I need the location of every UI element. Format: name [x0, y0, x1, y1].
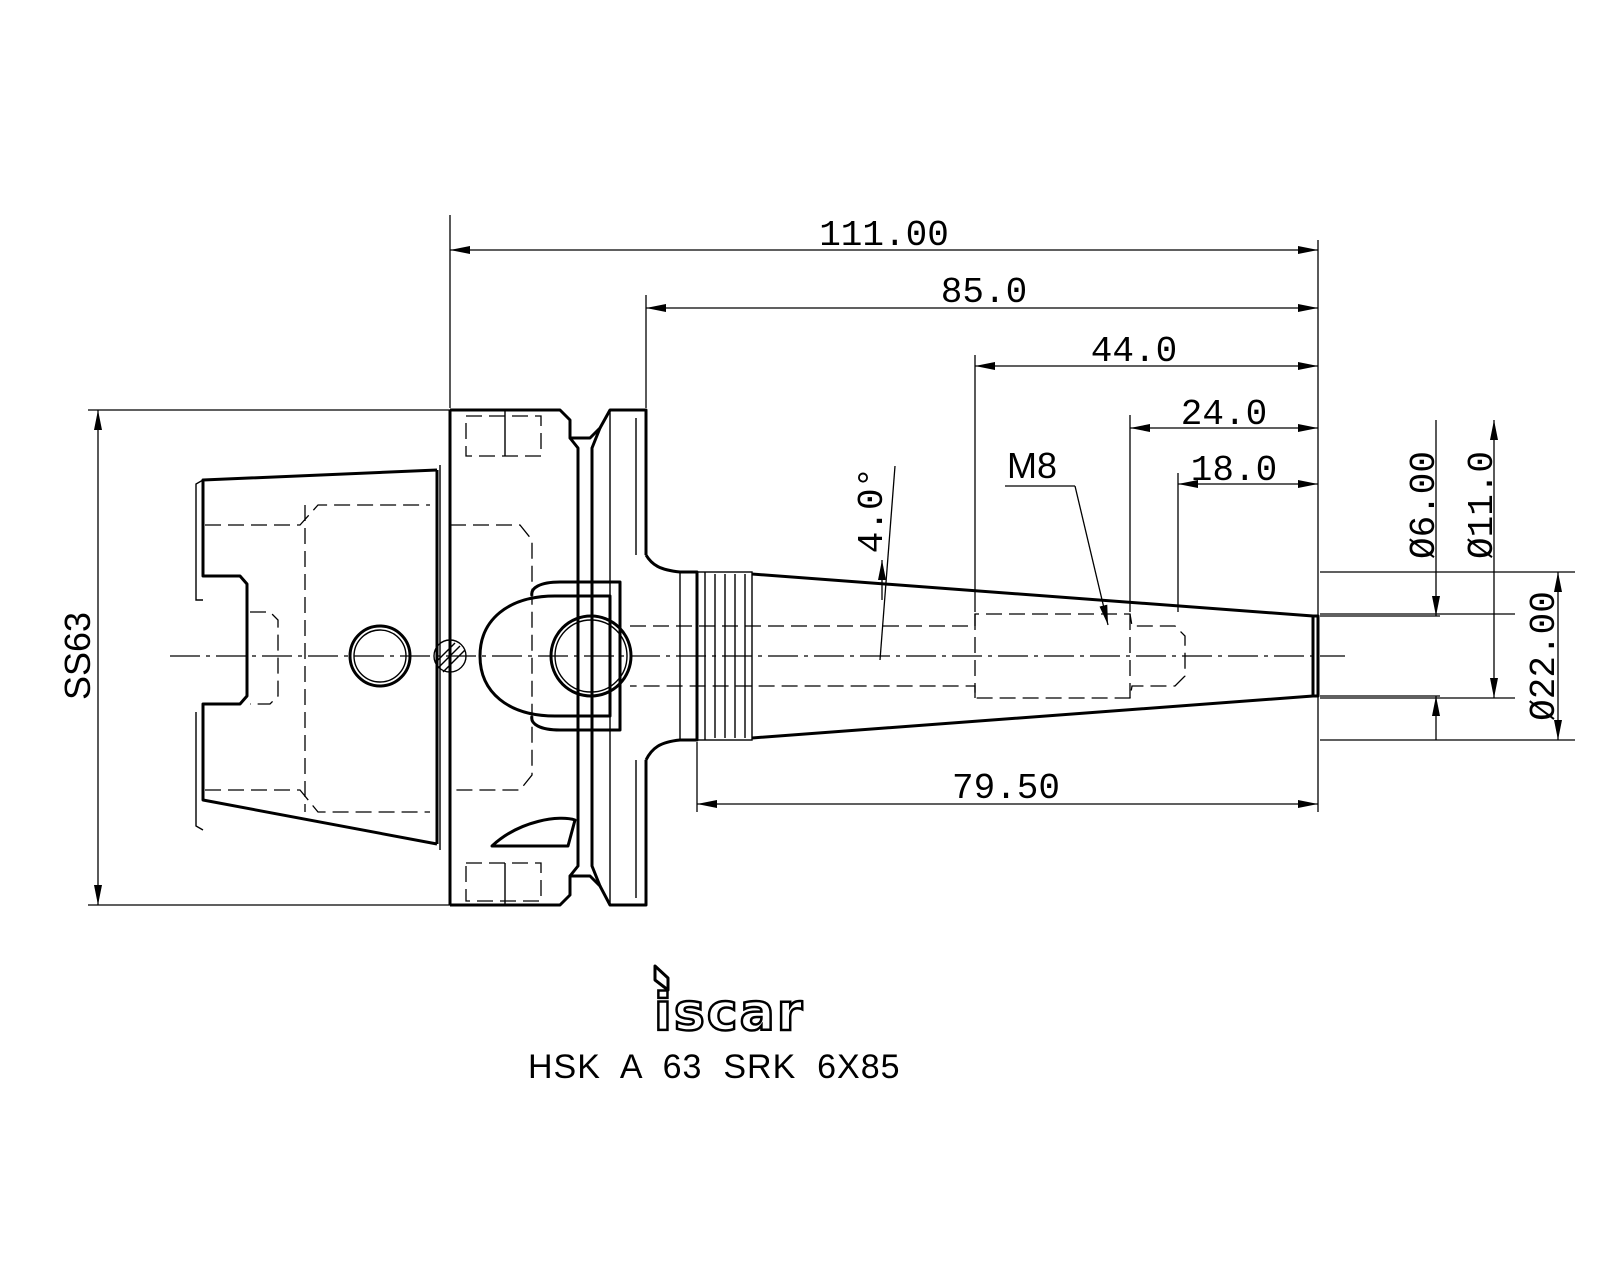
dim-bore-depth: 18.0: [1178, 450, 1318, 491]
dim-taper-angle: 4.0°: [852, 465, 896, 661]
dim-thread-callout: M8: [1005, 445, 1109, 626]
dim-bore-depth-label: 18.0: [1191, 450, 1277, 491]
dim-gauge-length: 79.50: [697, 768, 1318, 809]
product-code: HSK A 63 SRK 6X85: [528, 1048, 901, 1086]
dim-shank-length: 85.0: [646, 272, 1318, 313]
brand-logo-text: iscar: [654, 983, 804, 1043]
dim-bore-diameter: Ø6.00: [1404, 420, 1445, 740]
dim-bore-diameter-label: Ø6.00: [1404, 451, 1445, 559]
dim-nose-diameter-label: Ø11.0: [1462, 451, 1503, 559]
hsk-taper-shank: [195, 465, 441, 850]
dim-overall-length-label: 111.00: [819, 215, 949, 256]
threaded-collar: [696, 571, 753, 741]
dim-cone-length-label: 44.0: [1091, 331, 1177, 372]
dim-overall-length: 111.00: [450, 215, 1318, 256]
dim-gauge-length-label: 79.50: [952, 768, 1060, 809]
extension-lines: [88, 215, 1575, 906]
dim-cone-length: 44.0: [975, 331, 1318, 372]
brand-logo: iscar: [653, 964, 804, 1044]
dim-taper-angle-label: 4.0°: [852, 467, 893, 553]
dim-thread-length-label: 24.0: [1181, 394, 1267, 435]
dim-shank-length-label: 85.0: [941, 272, 1027, 313]
flange-body: [433, 408, 648, 907]
shrink-nose: [630, 554, 1320, 761]
dim-thread-length: 24.0: [1130, 394, 1318, 435]
dim-flange-size: SS63: [57, 410, 102, 905]
dim-flange-size-label: SS63: [57, 612, 98, 700]
dim-body-diameter-label: Ø22.00: [1524, 591, 1565, 721]
dim-thread-callout-label: M8: [1007, 445, 1057, 486]
dim-body-diameter: Ø22.00: [1524, 572, 1565, 740]
coolant-hole: [348, 624, 412, 688]
clamp-screw: [549, 614, 633, 698]
drive-pin: [433, 639, 467, 673]
dim-nose-diameter: Ø11.0: [1462, 420, 1503, 698]
